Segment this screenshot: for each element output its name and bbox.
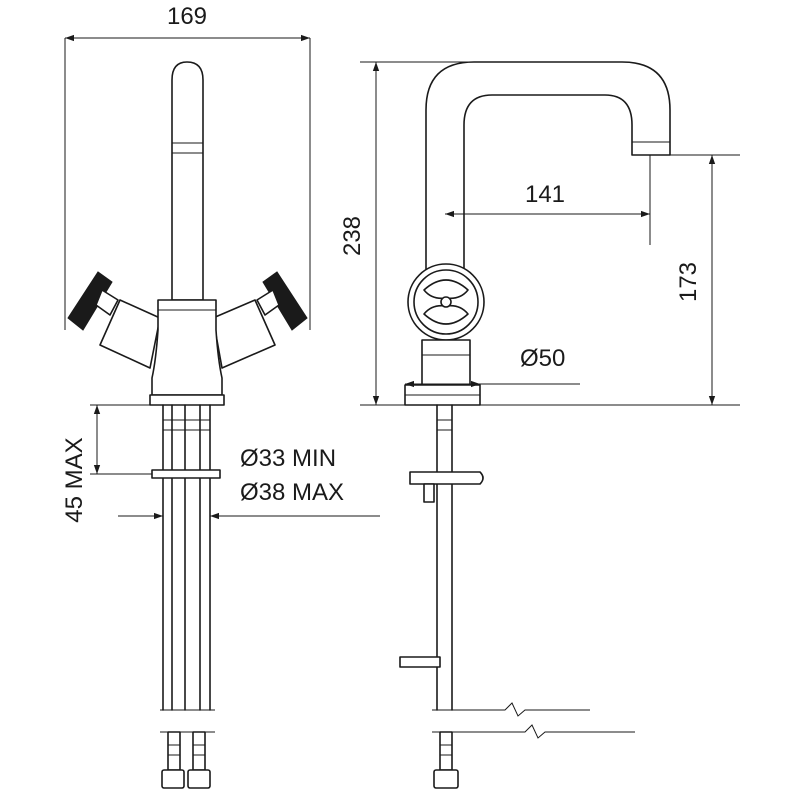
front-right-handle	[256, 271, 308, 331]
dim-label-38max: Ø38 MAX	[240, 479, 344, 506]
dim-label-169: 169	[167, 3, 207, 30]
dim-label-45max: 45 MAX	[61, 437, 88, 522]
front-view: 169 45 MAX Ø33 MIN Ø38 MAX	[61, 3, 380, 789]
front-body	[151, 299, 223, 396]
side-view: 238 141 173 Ø50	[339, 61, 740, 789]
side-outlet-tube	[399, 656, 441, 668]
front-fixing-bracket	[151, 469, 221, 479]
side-fixing-bracket	[409, 471, 484, 485]
front-right-arm	[212, 299, 276, 369]
front-spout	[171, 61, 204, 301]
side-body	[421, 339, 471, 386]
front-left-arm	[99, 299, 161, 369]
front-base-plate	[149, 394, 225, 406]
dim-width-169: 169	[64, 3, 311, 330]
dim-label-238: 238	[339, 216, 366, 256]
dim-label-50: Ø50	[520, 345, 565, 372]
dim-reach-141: 141	[445, 155, 651, 245]
side-hose-fitting	[433, 731, 459, 789]
dim-label-33min: Ø33 MIN	[240, 445, 336, 472]
side-lever-wheel	[407, 263, 485, 341]
dim-base-diameter-50: Ø50	[405, 345, 580, 388]
dim-label-141: 141	[525, 181, 565, 208]
dim-hole-diameter: Ø33 MIN Ø38 MAX	[118, 445, 380, 545]
dim-label-173: 173	[675, 262, 702, 302]
front-left-handle	[67, 271, 119, 331]
dim-spout-height-173: 173	[480, 154, 740, 406]
dim-counter-45max: 45 MAX	[61, 404, 152, 523]
front-hose-fittings	[161, 731, 211, 789]
dim-height-238: 238	[339, 61, 474, 406]
